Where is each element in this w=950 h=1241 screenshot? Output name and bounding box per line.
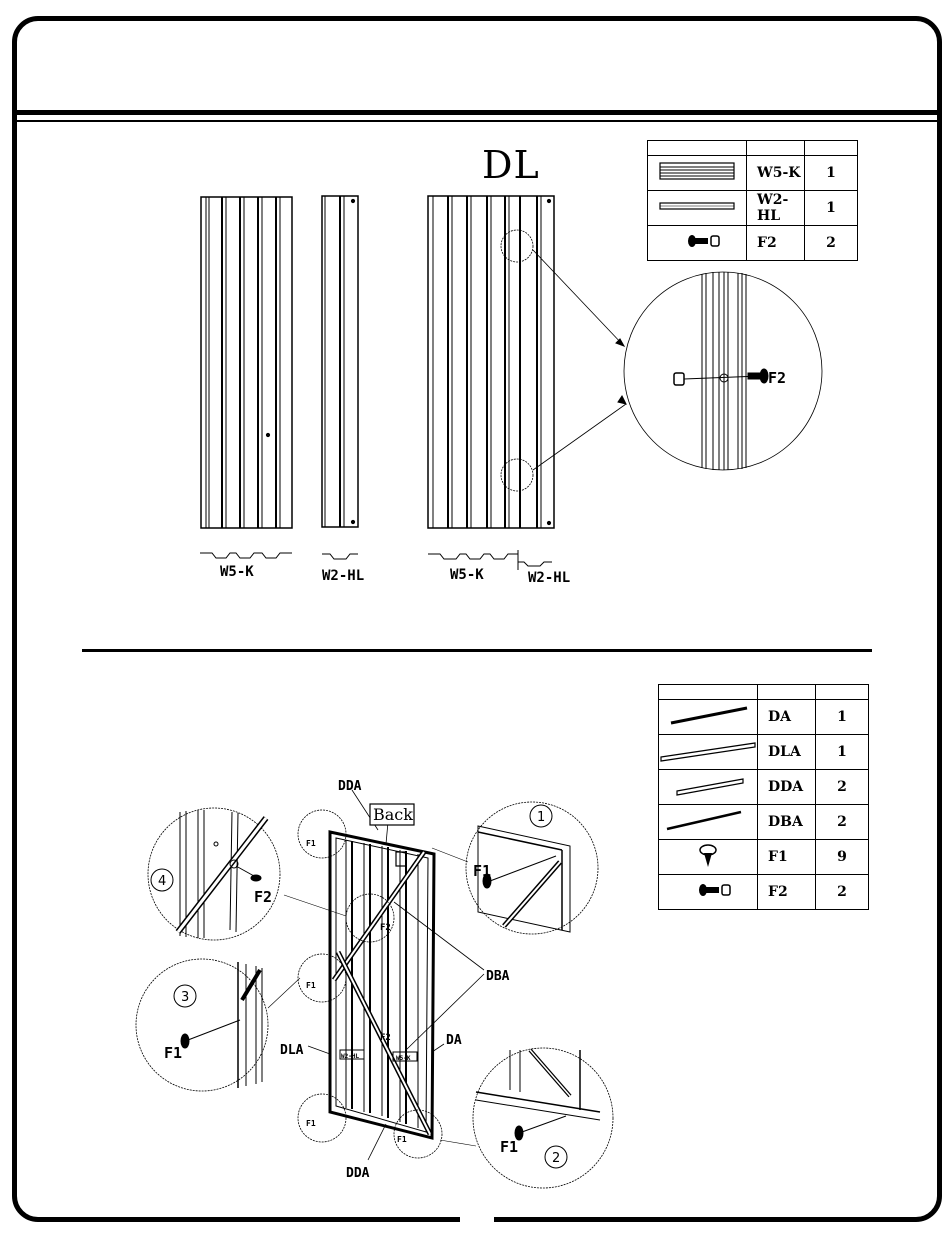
detail-fastener-label: F1 (164, 1044, 182, 1062)
dda-bottom-label: DDA (346, 1166, 370, 1181)
top-step-drawing: F2 W5-K W2-HL W5-K W2-HL (0, 0, 950, 640)
detail-fastener-label: F2 (254, 888, 272, 906)
back-label: Back (373, 805, 413, 824)
w5k-panel-left (201, 197, 292, 528)
detail-4 (148, 808, 280, 940)
detail-fastener-label: F1 (500, 1138, 518, 1156)
f2-lower-label: F2 (380, 1033, 391, 1043)
corner-f1-label: F1 (306, 839, 316, 848)
f2-mid-label: F2 (380, 923, 391, 933)
assembled-panel (428, 196, 626, 528)
da-label: DA (446, 1033, 462, 1048)
detail-number: 1 (537, 810, 545, 825)
detail-number: 2 (552, 1151, 560, 1166)
dla-label: DLA (280, 1043, 304, 1058)
panel-tag-left: W2-HL (341, 1053, 359, 1060)
dba-label: DBA (486, 969, 510, 984)
corner-f1-label: F1 (397, 1135, 407, 1144)
frame-gap (460, 1208, 494, 1222)
panel-tag-right: W5-K (396, 1055, 411, 1062)
door-frame (268, 790, 484, 1160)
w2hl-panel (322, 196, 358, 527)
panel-label: W2-HL (528, 570, 570, 586)
detail-fastener-label: F1 (473, 862, 491, 880)
detail-number: 3 (181, 990, 189, 1005)
bottom-step-drawing: Back DDA DBA DLA DA DDA F2 F2 W2-HL W5-K… (0, 640, 950, 1210)
corner-f1-label: F1 (306, 1119, 316, 1128)
detail-3 (136, 959, 268, 1091)
panel-label: W5-K (220, 564, 254, 580)
panel-label: W5-K (450, 567, 484, 583)
panel-label: W2-HL (322, 568, 364, 584)
detail-f2-label: F2 (768, 369, 786, 387)
detail-number: 4 (158, 874, 166, 889)
detail-magnifier-top (624, 272, 822, 470)
detail-2 (473, 1048, 613, 1188)
dda-top-label: DDA (338, 779, 362, 794)
corner-f1-label: F1 (306, 981, 316, 990)
